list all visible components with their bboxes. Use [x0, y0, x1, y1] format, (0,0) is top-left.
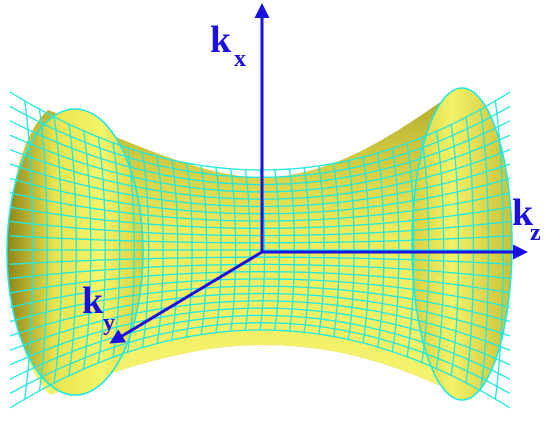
- ky-label: k: [82, 280, 104, 322]
- mesh-profile-line: [9, 300, 511, 352]
- mesh-profile-line: [9, 105, 511, 178]
- mesh-profile-line: [9, 206, 511, 229]
- ky-axis-arrow: [109, 250, 263, 344]
- mesh-profile-line: [9, 292, 511, 337]
- kz-label: k: [512, 192, 534, 234]
- mesh-profile-line: [9, 192, 511, 222]
- right-rim-outline: [411, 87, 513, 401]
- ky-subscript: y: [103, 310, 115, 336]
- mesh-profile-line: [9, 263, 511, 280]
- mesh-profile-line: [9, 256, 511, 265]
- mesh-profile-line: [9, 271, 511, 294]
- mesh-profile-line: [9, 177, 511, 215]
- kx-subscript: x: [234, 46, 246, 72]
- mesh-profile-line: [9, 329, 511, 409]
- axes-group: k x k z k y: [82, 3, 541, 344]
- mesh-profile-line: [9, 220, 511, 237]
- mesh-profile-line: [9, 307, 511, 366]
- kz-subscript: z: [530, 220, 541, 246]
- hyperboloid-surface: [6, 87, 513, 409]
- mesh-profile-line: [9, 235, 511, 244]
- mesh-profile-line: [9, 314, 511, 380]
- kx-label: k: [210, 19, 232, 61]
- mesh-profile-line: [9, 120, 511, 186]
- mesh-profile-line: [9, 278, 511, 308]
- mesh-profile-line: [9, 285, 511, 323]
- left-rim-outline: [6, 108, 144, 396]
- mesh-profile-line: [9, 148, 511, 200]
- surface-left-rim: [7, 109, 143, 395]
- mesh-profile-line: [9, 163, 511, 208]
- mesh-profile-line: [9, 134, 511, 193]
